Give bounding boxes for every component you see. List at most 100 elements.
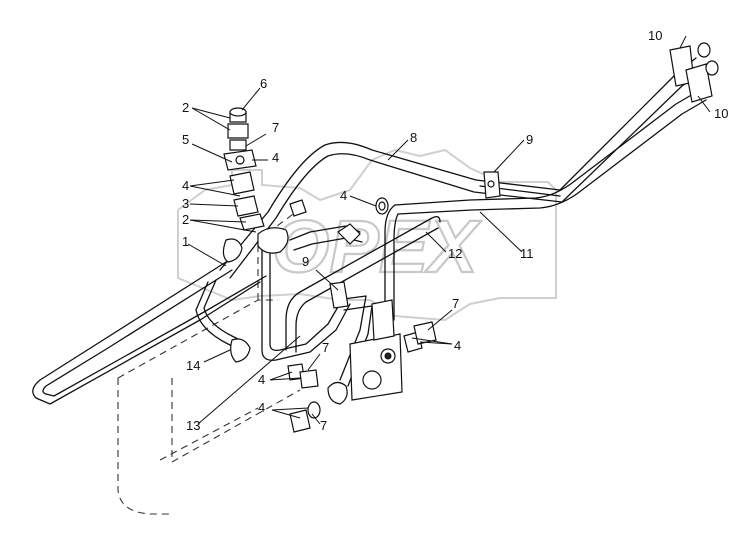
fitting-7-bottom [289, 409, 311, 433]
tank-left-edge [117, 378, 170, 515]
pipe-1-loop [32, 261, 261, 405]
callout-12: 12 [448, 246, 462, 261]
pipe-8-upper [219, 57, 697, 271]
pipe-13 [195, 247, 351, 361]
fitting-7-upper [229, 139, 247, 151]
pipe-13-a [261, 247, 351, 361]
valve-knob [362, 370, 382, 390]
pipe-12-drop-b [295, 301, 307, 353]
pipe-1-inner [42, 269, 267, 397]
pipe-11-drop-a [384, 204, 396, 321]
leader-line [387, 139, 409, 161]
leader-line [311, 413, 321, 425]
callout-11: 11 [520, 246, 534, 261]
callout-4-bottom: 4 [258, 400, 265, 415]
leader-line [189, 219, 247, 223]
pipe-11-upper [394, 89, 701, 206]
callout-9-lower: 9 [302, 254, 309, 269]
leader-line [197, 335, 301, 425]
tank-bottom-edge [159, 407, 259, 461]
fitting-14 [230, 338, 251, 363]
leader-line [679, 35, 687, 49]
callout-14: 14 [186, 358, 200, 373]
leader-line [189, 219, 257, 233]
pipe-8-lower [229, 69, 705, 279]
callout-2-lower: 2 [182, 212, 189, 227]
valve-port-inner [384, 352, 392, 360]
leader-line [427, 309, 453, 331]
fitting-6-top [229, 107, 247, 117]
callout-13: 13 [186, 418, 200, 433]
callout-labels: 6 2 7 5 4 4 3 2 1 8 9 4 10 10 11 12 9 7 … [182, 28, 728, 433]
callout-2-upper: 2 [182, 100, 189, 115]
fitting-14-end [230, 338, 251, 363]
leader-line [187, 243, 227, 267]
tee-fitting [257, 227, 289, 254]
fitting-7-left [299, 369, 319, 389]
callout-10-lower: 10 [714, 106, 728, 121]
leader-line [479, 211, 523, 253]
callout-4-upper: 4 [272, 150, 279, 165]
pipe-14-a [195, 281, 241, 351]
clamp-bolt [487, 180, 495, 188]
pipe-12-drop-a [285, 291, 301, 351]
leader-line [189, 179, 235, 187]
leader-line [269, 371, 293, 381]
leader-line [349, 195, 377, 207]
leader-line [191, 107, 231, 119]
banjo-5-hole [235, 155, 245, 165]
clamp-9-upper [483, 171, 501, 199]
callout-7-right: 7 [452, 296, 459, 311]
valve-banjo [327, 381, 348, 405]
fitting-4-mid [229, 171, 255, 195]
leader-line [189, 203, 239, 207]
pipe-end-lower [705, 60, 719, 76]
leader-line [493, 139, 525, 173]
leader-line [411, 337, 453, 345]
callout-7-bottom: 7 [320, 418, 327, 433]
leader-line [245, 133, 267, 147]
pipe-12-lower [305, 227, 439, 303]
clamp-10-lower [685, 63, 713, 103]
pipe-end-top [289, 199, 307, 217]
leader-lines [187, 35, 711, 425]
fitting-1 [222, 238, 243, 263]
callout-7-left: 7 [322, 340, 329, 355]
washer-2-lower [239, 213, 265, 231]
pipe-12-upper [299, 216, 441, 293]
leader-line [425, 231, 447, 253]
pipe-11-lower [397, 99, 707, 215]
callout-4-mid: 4 [182, 178, 189, 193]
leader-line [269, 377, 301, 381]
leader-line [189, 185, 241, 197]
callout-1: 1 [182, 234, 189, 249]
callout-4-center: 4 [340, 188, 347, 203]
callout-8: 8 [410, 130, 417, 145]
callout-5: 5 [182, 132, 189, 147]
pipe-13-b [269, 251, 343, 352]
leader-line [315, 269, 339, 291]
washers-4-center [337, 197, 389, 245]
valve-body [349, 333, 403, 401]
pipe-12 [285, 216, 441, 353]
leader-line [191, 107, 231, 131]
callout-10-upper: 10 [648, 28, 662, 43]
callout-4-left: 4 [258, 372, 265, 387]
tank-inner-edge [171, 378, 301, 463]
pipe-end-upper [697, 42, 711, 58]
callout-3: 3 [182, 196, 189, 211]
callout-4-right: 4 [454, 338, 461, 353]
washer-2-upper [227, 123, 249, 139]
leader-line [307, 353, 321, 371]
clamp-body [329, 281, 349, 309]
clamp-9-lower [329, 281, 349, 309]
leader-line [697, 95, 711, 113]
callout-6: 6 [260, 76, 267, 91]
leader-line [271, 407, 309, 411]
pipe-14-b [203, 279, 245, 343]
leader-line [271, 409, 301, 419]
fitting-stack [222, 107, 307, 263]
callout-9-upper: 9 [526, 132, 533, 147]
pipe-1 [32, 261, 267, 405]
